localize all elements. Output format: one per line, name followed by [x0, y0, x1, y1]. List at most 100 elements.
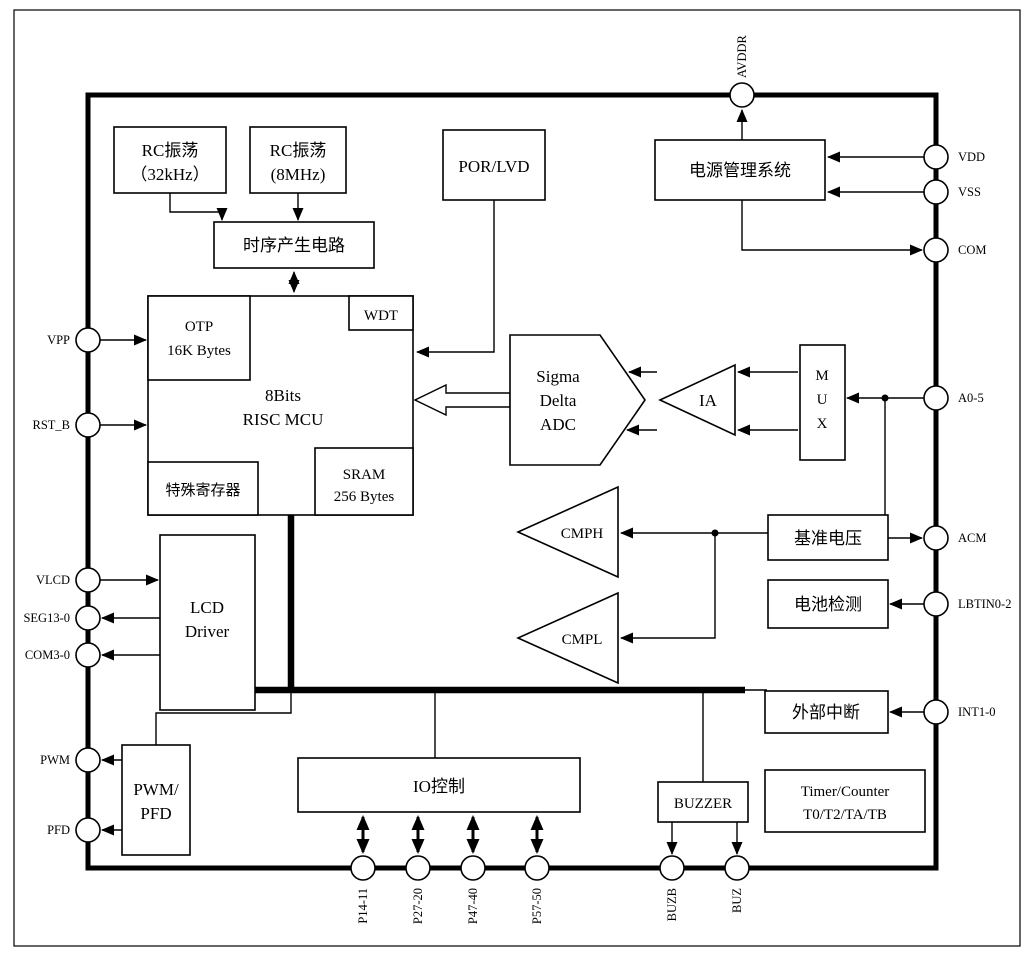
- pin-a05: [923, 385, 949, 411]
- pin-vpp: [75, 327, 101, 353]
- battery-box: [767, 579, 889, 629]
- pin-label-vdd: VDD: [958, 150, 985, 164]
- adc-label-2: Delta: [540, 391, 577, 410]
- lcd-box: [159, 534, 256, 711]
- otp-label-2: 16K Bytes: [167, 343, 231, 359]
- wdt-box: [348, 295, 414, 331]
- buzzer-box: [657, 781, 749, 823]
- ext-int-box: [764, 690, 889, 734]
- timer-label-1: Timer/Counter: [801, 784, 890, 800]
- pwm-pfd-box: [121, 744, 191, 856]
- rc8-box: [249, 126, 347, 194]
- junction-dot-a05: [881, 394, 889, 402]
- cmpl-triangle: [516, 591, 619, 685]
- mux-label-1: M: [815, 368, 828, 384]
- block-cmpl: CMPL: [516, 591, 619, 685]
- junction-dot-cmp: [711, 529, 719, 537]
- mux-box: [799, 344, 846, 461]
- block-mcu: 8Bits RISC MCU OTP 16K Bytes WDT 特殊寄存器 S…: [147, 295, 414, 516]
- sram-label-2: 256 Bytes: [334, 489, 395, 505]
- otp-label-1: OTP: [185, 319, 213, 335]
- pin-label-vlcd: VLCD: [36, 573, 70, 587]
- wdt-label: WDT: [364, 308, 398, 324]
- wire-pwmpfd-to-bus: [155, 690, 292, 745]
- pin-com3: [75, 642, 101, 668]
- mux-label-2: U: [817, 392, 828, 408]
- block-timing: 时序产生电路: [213, 221, 375, 269]
- battery-label: 电池检测: [794, 595, 862, 614]
- block-power-mgmt: 电源管理系统: [654, 139, 826, 201]
- timing-box: [213, 221, 375, 269]
- rc32-label-2: （32kHz）: [130, 165, 209, 184]
- cmph-label: CMPH: [561, 526, 604, 542]
- pin-label-buz: BUZ: [730, 888, 744, 913]
- mcu-label-1: 8Bits: [265, 386, 301, 405]
- pin-label-pwm: PWM: [40, 753, 70, 767]
- pin-p27: [405, 855, 431, 881]
- block-cmph: CMPH: [516, 485, 619, 579]
- buzzer-label: BUZZER: [674, 796, 732, 812]
- io-ctrl-label: IO控制: [413, 777, 465, 796]
- sfr-box: [147, 461, 259, 516]
- adc-label-3: ADC: [540, 415, 576, 434]
- pin-p14: [350, 855, 376, 881]
- pin-p57: [524, 855, 550, 881]
- pin-rstb: [75, 412, 101, 438]
- pin-buz: [724, 855, 750, 881]
- block-buzzer: BUZZER: [657, 781, 749, 823]
- por-lvd-box: [442, 129, 546, 201]
- por-lvd-label: POR/LVD: [458, 157, 529, 176]
- adc-to-mcu-block-arrow: [413, 383, 511, 417]
- pin-label-seg: SEG13-0: [23, 611, 70, 625]
- block-battery: 电池检测: [767, 579, 889, 629]
- pin-label-acm: ACM: [958, 531, 986, 545]
- ext-int-label: 外部中断: [792, 703, 860, 722]
- rc8-label-2: (8MHz): [271, 165, 326, 184]
- wire-branch-to-cmpl: [620, 533, 716, 644]
- pin-label-p47: P47-40: [466, 888, 480, 924]
- outer-frame: [13, 9, 1021, 947]
- timer-box: [764, 769, 926, 833]
- pwm-pfd-label-1: PWM/: [133, 780, 179, 799]
- pin-labels: AVDDR VDD VSS COM A0-5 ACM LBTIN0-2 INT1…: [23, 35, 1011, 925]
- timer-label-2: T0/T2/TA/TB: [803, 807, 887, 823]
- pin-vss: [923, 179, 949, 205]
- pin-label-int: INT1-0: [958, 705, 996, 719]
- block-vref: 基准电压: [767, 514, 889, 561]
- pin-label-p14: P14-11: [356, 888, 370, 924]
- adc-shape: [509, 334, 646, 466]
- block-lcd: LCD Driver: [159, 534, 256, 711]
- vref-label: 基准电压: [794, 529, 862, 548]
- power-mgmt-box: [654, 139, 826, 201]
- cmpl-label: CMPL: [562, 632, 603, 648]
- otp-box: [147, 295, 251, 381]
- pin-label-rstb: RST_B: [32, 418, 70, 432]
- wire-rc32-to-timing: [169, 193, 228, 221]
- sfr-label: 特殊寄存器: [165, 481, 240, 499]
- lcd-label-2: Driver: [185, 622, 230, 641]
- pin-pfd: [75, 817, 101, 843]
- pin-label-buzb: BUZB: [665, 888, 679, 921]
- rc32-box: [113, 126, 227, 194]
- power-mgmt-label: 电源管理系统: [689, 161, 791, 180]
- pin-lbtin: [923, 591, 949, 617]
- adc-label-1: Sigma: [536, 367, 580, 386]
- block-rc32: RC振荡 （32kHz）: [113, 126, 227, 194]
- io-ctrl-box: [297, 757, 581, 813]
- pin-int: [923, 699, 949, 725]
- pin-pads: [75, 82, 949, 881]
- sram-box: [314, 447, 414, 516]
- pin-label-p57: P57-50: [530, 888, 544, 924]
- pin-label-p27: P27-20: [411, 888, 425, 924]
- pin-label-vss: VSS: [958, 185, 981, 199]
- pin-label-pfd: PFD: [47, 823, 70, 837]
- pin-label-lbtin: LBTIN0-2: [958, 597, 1011, 611]
- pin-acm: [923, 525, 949, 551]
- chip-boundary: [85, 92, 939, 871]
- block-timer: Timer/Counter T0/T2/TA/TB: [764, 769, 926, 833]
- block-rc8: RC振荡 (8MHz): [249, 126, 347, 194]
- pin-pwm: [75, 747, 101, 773]
- wire-porlvd-to-mcu: [416, 200, 495, 358]
